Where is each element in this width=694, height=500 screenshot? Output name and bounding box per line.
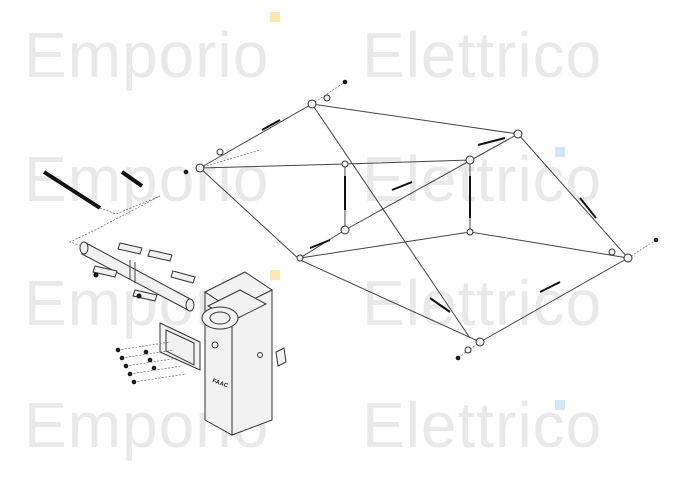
link-pins: [261, 119, 597, 313]
watermark-word-elettrico: Elettrico: [362, 267, 603, 339]
brand-label: FAAC: [211, 378, 229, 389]
watermark-word-elettrico: Elettrico: [362, 19, 603, 91]
reflective-strips: [92, 242, 196, 302]
watermark-accent-square: [555, 400, 565, 410]
joint-rings: [183, 79, 659, 361]
barrier-cabinet: FAAC: [201, 271, 287, 436]
watermark-accent-square: [270, 12, 280, 22]
anchor-bolts: [115, 341, 187, 385]
boom-tube: [79, 241, 195, 312]
spring-rods: [42, 170, 161, 253]
watermark-accent-square: [270, 270, 280, 280]
watermark-accent-square: [555, 147, 565, 157]
mounting-bracket: [159, 322, 201, 371]
watermark-word-emporio: Emporio: [24, 19, 270, 91]
watermark-word-emporio: Emporio: [24, 143, 270, 215]
